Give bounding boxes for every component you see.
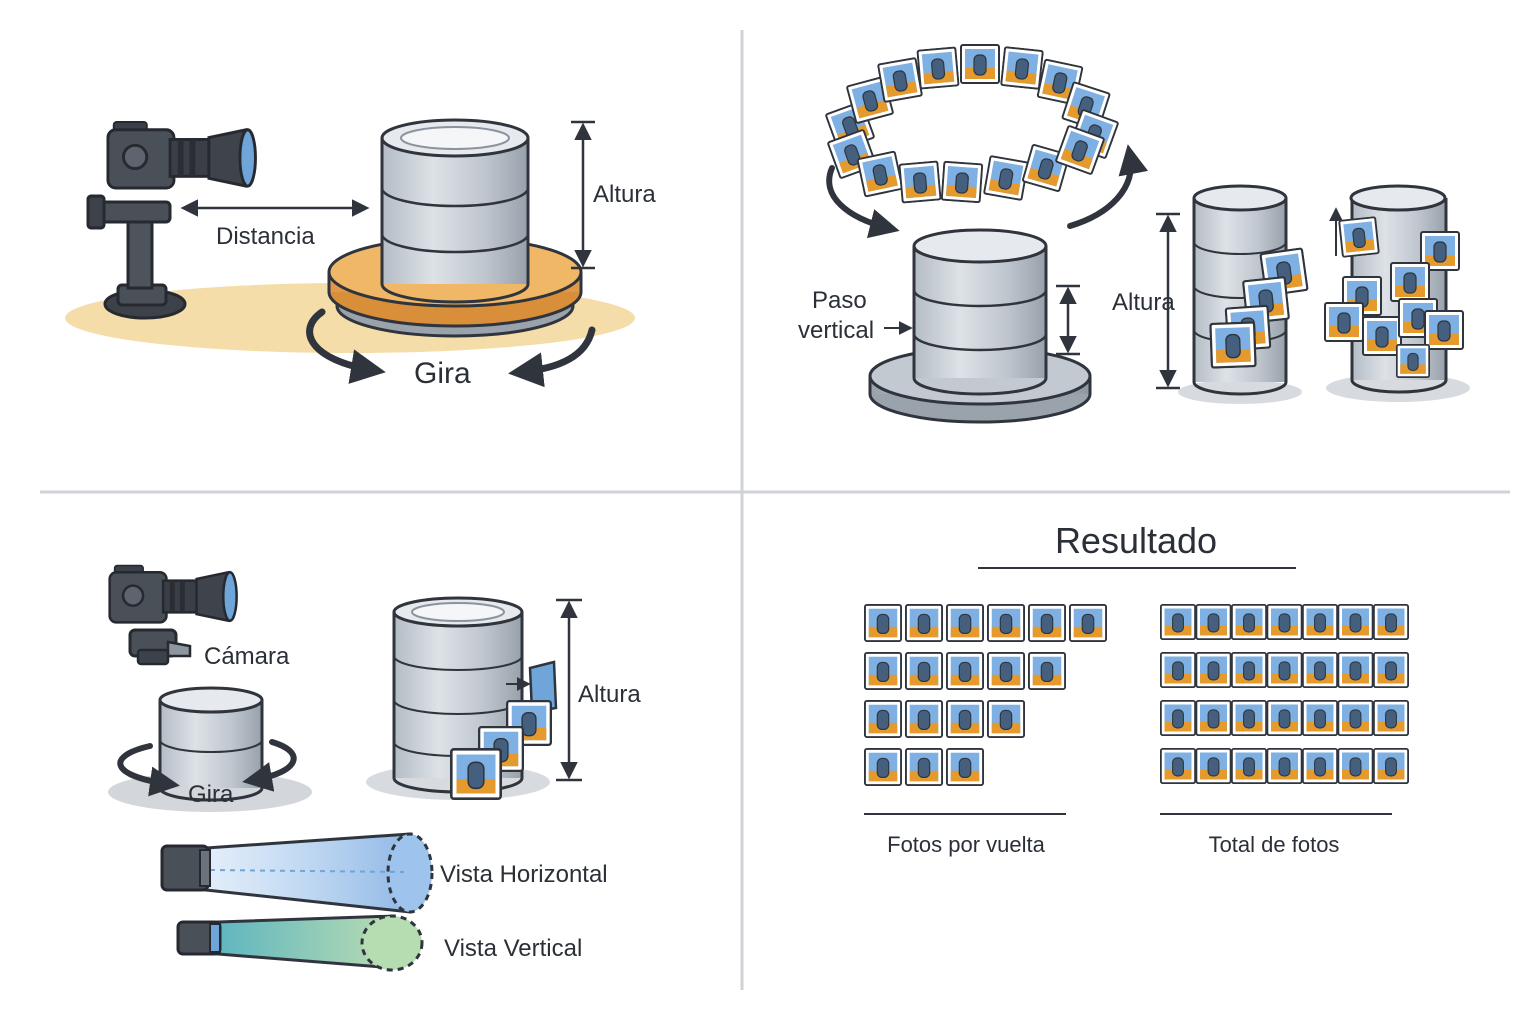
result-title: Resultado	[1055, 520, 1217, 561]
panel-1-setup: Distancia Altura Gira	[65, 118, 656, 390]
photo-thumbnail	[1266, 652, 1303, 688]
photo-thumbnail	[1028, 652, 1066, 690]
photo-thumbnail	[1028, 604, 1066, 642]
rotate-arrow-left-icon	[826, 165, 900, 239]
photo-thumbnail	[864, 604, 902, 642]
camera-label: Cámara	[204, 643, 290, 670]
photo-thumbnail	[946, 748, 984, 786]
photo-thumbnail	[987, 604, 1025, 642]
photo-thumbnail	[1337, 604, 1374, 640]
photo-thumbnail	[1302, 700, 1338, 736]
photo-thumbnail	[1195, 604, 1232, 640]
photo-thumbnail	[1266, 700, 1303, 736]
photo-thumbnail	[905, 700, 943, 738]
wrapped-cylinder	[1324, 184, 1470, 402]
distance-label: Distancia	[216, 223, 315, 250]
photo-thumbnail	[946, 604, 984, 642]
photo-thumbnail	[1195, 652, 1232, 688]
photo-thumbnail	[1373, 700, 1409, 736]
photo-thumbnail	[987, 700, 1025, 738]
photo-thumbnail	[1069, 604, 1107, 642]
photo-thumbnail	[1231, 604, 1267, 640]
height-indicator	[556, 598, 582, 782]
photo-thumbnail	[1160, 652, 1196, 688]
vertical-view-label: Vista Vertical	[444, 935, 582, 962]
camera-icon	[106, 120, 257, 190]
photo-thumbnail	[864, 652, 902, 690]
panel-2-vertical-steps: Paso vertical Altura	[798, 44, 1470, 424]
photo-thumbnail	[1337, 652, 1374, 688]
photo-thumbnail	[1231, 748, 1267, 784]
photo-thumbnail	[987, 652, 1025, 690]
horizontal-view-icon	[160, 832, 434, 914]
photo-thumbnail	[1266, 748, 1303, 784]
photo-thumbnail	[1160, 700, 1196, 736]
rotate-arrow-right-icon	[508, 326, 596, 388]
step-indicator	[884, 284, 1080, 356]
photo-thumbnail	[864, 700, 902, 738]
photo-thumbnail	[1337, 700, 1374, 736]
photo-thumbnail	[905, 748, 943, 786]
photo-thumbnail	[1160, 604, 1196, 640]
camera-icon	[108, 564, 239, 624]
panel-4-result: Resultado Fotos por vuelta Total de foto…	[864, 520, 1409, 857]
step-label-line1: Paso	[812, 287, 867, 314]
rotate-arrow-left-icon	[306, 308, 386, 384]
photo-thumbnail	[1373, 748, 1409, 784]
height-label: Altura	[593, 181, 656, 208]
camera-mount	[128, 628, 192, 666]
photo-thumbnail	[1373, 652, 1409, 688]
photos-per-turn-grid	[864, 604, 1107, 786]
height-label: Altura	[578, 681, 641, 708]
rotate-arrow-left-icon	[117, 743, 180, 797]
total-photos-grid	[1160, 604, 1409, 784]
photo-thumbnail	[905, 652, 943, 690]
height-indicator	[571, 120, 595, 270]
photo-thumbnail	[1302, 652, 1338, 688]
rotate-arrow-right-icon	[1067, 144, 1149, 229]
rotate-arrow-right-icon	[242, 739, 297, 792]
height-label: Altura	[1112, 289, 1175, 316]
photos-per-turn-label: Fotos por vuelta	[887, 832, 1046, 857]
photo-thumbnail	[1266, 604, 1303, 640]
panel-dividers	[40, 30, 1510, 990]
photo-thumbnail	[1160, 748, 1196, 784]
tall-cylinder	[392, 596, 558, 800]
spiral-cylinder	[1178, 184, 1309, 404]
total-photos-label: Total de fotos	[1209, 832, 1340, 857]
panel-3-views: Cámara Gira	[108, 564, 641, 972]
center-cylinder	[868, 228, 1092, 424]
photo-thumbnail	[864, 748, 902, 786]
photo-thumbnail	[1231, 652, 1267, 688]
photo-thumbnail	[946, 652, 984, 690]
photo-thumbnail	[1302, 748, 1338, 784]
photo-thumbnail	[1337, 748, 1374, 784]
photo-thumbnail	[1373, 604, 1409, 640]
photo-thumbnail	[1195, 748, 1232, 784]
photo-ring	[824, 44, 1120, 204]
photo-thumbnail	[1195, 700, 1232, 736]
tripod	[86, 194, 187, 320]
cylinder-object	[380, 118, 530, 304]
horizontal-view-label: Vista Horizontal	[440, 861, 608, 888]
rotate-label: Gira	[188, 781, 234, 808]
vertical-view-icon	[176, 914, 424, 972]
photo-thumbnail	[1302, 604, 1338, 640]
rotate-label: Gira	[414, 357, 471, 390]
photo-thumbnail	[946, 700, 984, 738]
height-indicator	[1156, 212, 1180, 390]
step-label-line2: vertical	[798, 317, 874, 344]
photo-thumbnail	[905, 604, 943, 642]
photo-thumbnail	[1231, 700, 1267, 736]
